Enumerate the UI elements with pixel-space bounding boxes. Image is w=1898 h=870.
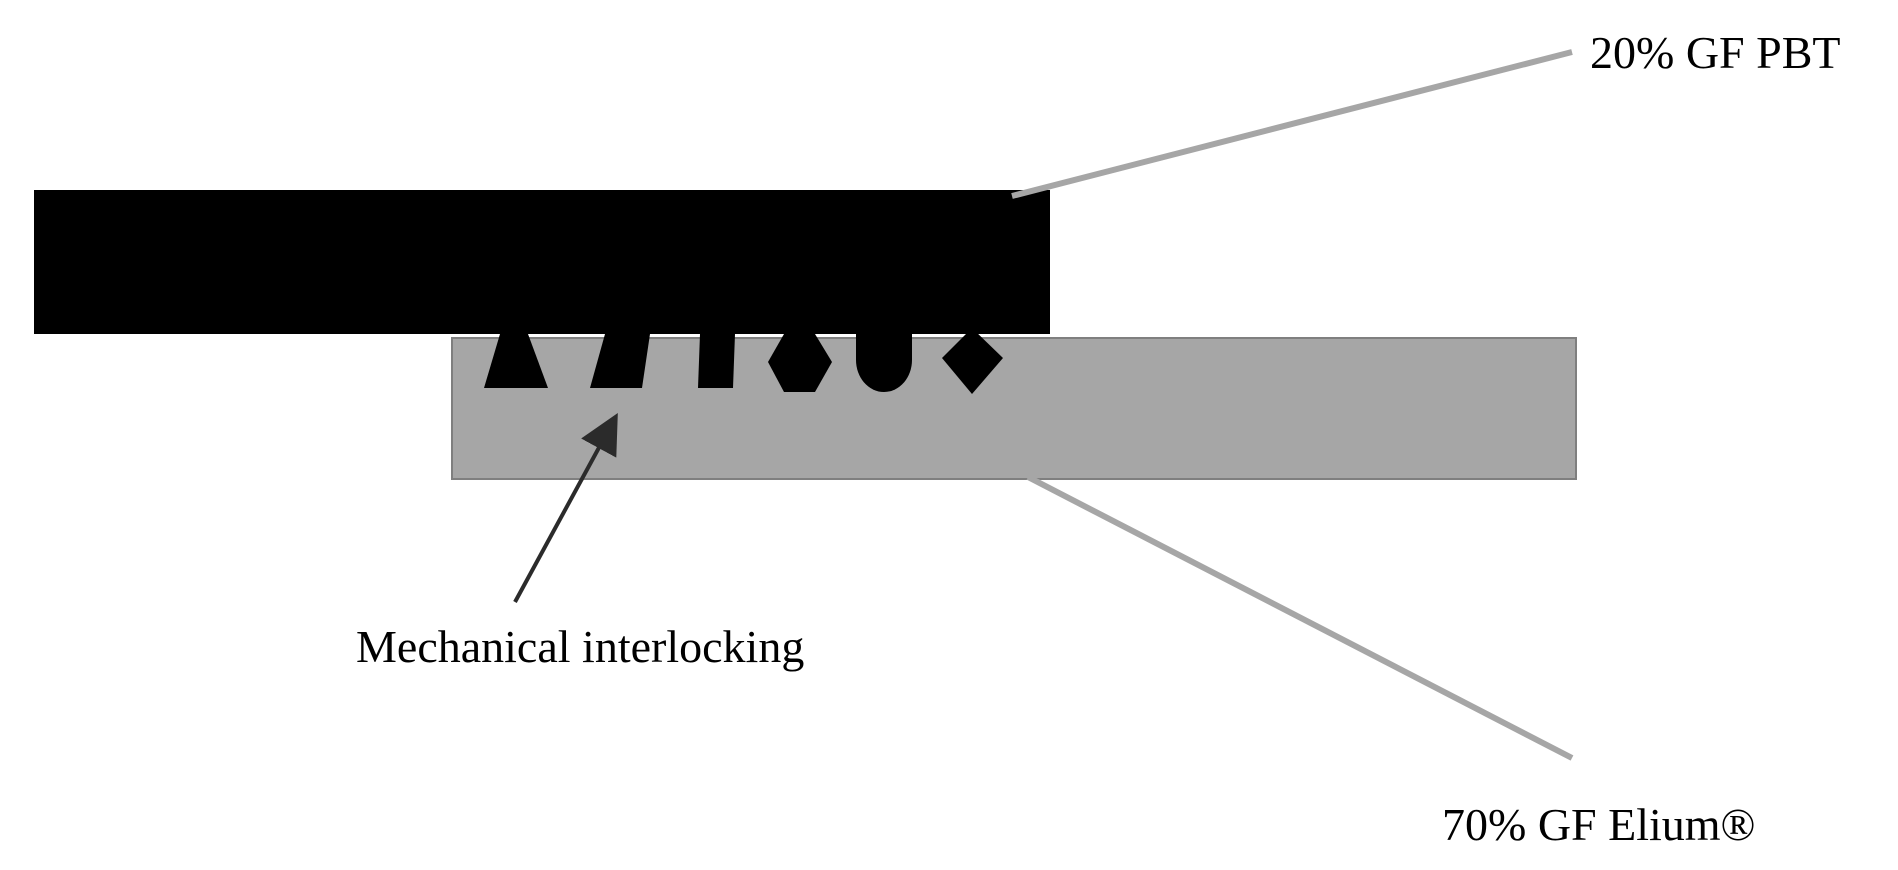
interlock-trapezoid-1	[484, 334, 548, 388]
bottom-leader-line	[1026, 474, 1574, 761]
top-part	[34, 190, 1050, 334]
interlock-diamond	[942, 328, 1003, 394]
interlock-features	[484, 328, 1003, 394]
interlock-label: Mechanical interlocking	[356, 621, 804, 672]
bottom-material-label: 70% GF Elium®	[1442, 799, 1756, 850]
top-leader-line	[1011, 49, 1573, 199]
top-material-label: 20% GF PBT	[1590, 27, 1840, 78]
interlock-hexagon	[768, 334, 832, 392]
interlock-trapezoid-3	[698, 334, 735, 388]
interlock-trapezoid-2	[590, 334, 650, 388]
interlock-rounded	[856, 334, 912, 392]
interlock-arrow	[513, 412, 618, 603]
